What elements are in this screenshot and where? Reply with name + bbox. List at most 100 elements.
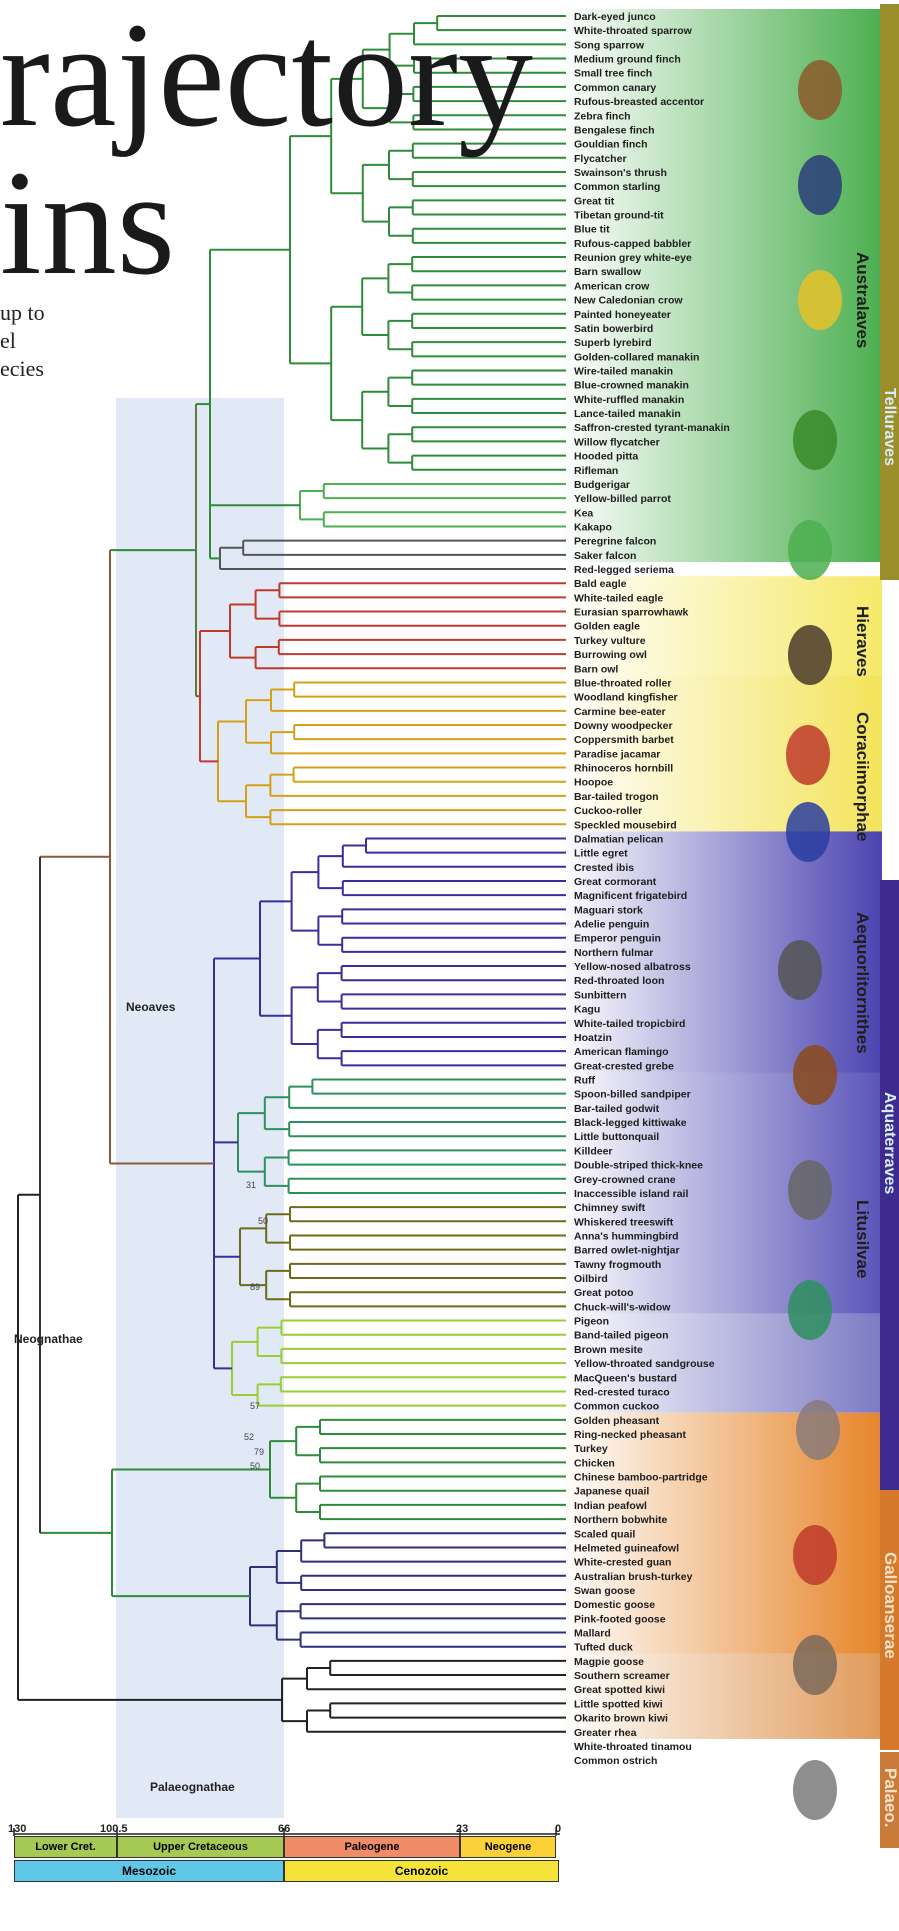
taxon-label: Rhinoceros hornbill (574, 763, 673, 775)
era-cenozoic: Cenozoic (284, 1860, 559, 1882)
taxon-label: Chinese bamboo-partridge (574, 1472, 708, 1484)
intro-text-3: ecies (0, 356, 44, 382)
superclade-label-aquaterraves: Aquaterraves (880, 1092, 898, 1194)
taxon-label: Great spotted kiwi (574, 1684, 665, 1696)
taxon-label: White-crested guan (574, 1557, 671, 1569)
frigatebird-illustration (778, 940, 822, 1000)
taxon-label: Black-legged kittiwake (574, 1117, 687, 1129)
headline-line-2: ins (0, 148, 175, 298)
taxon-label: Red-throated loon (574, 975, 664, 987)
taxon-label: Tawny frogmouth (574, 1259, 661, 1271)
taxon-label: Paradise jacamar (574, 748, 660, 760)
pheasant-illustration (793, 1525, 837, 1585)
taxon-label: White-throated tinamou (574, 1741, 692, 1753)
taxon-label: Northern fulmar (574, 947, 653, 959)
clade-label-palaeo: Palaeo. (880, 1768, 899, 1828)
taxon-label: Mallard (574, 1628, 611, 1640)
bootstrap-value: 89 (250, 1282, 260, 1292)
era-mesozoic: Mesozoic (14, 1860, 284, 1882)
taxon-label: Maguari stork (574, 904, 643, 916)
taxon-label: Peregrine falcon (574, 536, 656, 548)
taxon-label: Turkey (574, 1443, 608, 1455)
intro-text-2: el (0, 328, 16, 354)
taxon-label: Gouldian finch (574, 139, 648, 151)
taxon-label: Domestic goose (574, 1599, 655, 1611)
taxon-label: Brown mesite (574, 1344, 643, 1356)
taxon-label: Satin bowerbird (574, 323, 653, 335)
taxon-label: Crested ibis (574, 862, 634, 874)
oriole-illustration (798, 270, 842, 330)
axis-tick-label: 0 (555, 1823, 561, 1835)
taxon-label: Chuck-will's-widow (574, 1301, 671, 1313)
clade-label-hieraves: Hieraves (852, 606, 872, 677)
taxon-label: New Caledonian crow (574, 295, 683, 307)
taxon-label: Little buttonquail (574, 1131, 659, 1143)
taxon-label: White-ruffled manakin (574, 394, 684, 406)
taxon-label: Common canary (574, 82, 656, 94)
taxon-label: Barn owl (574, 663, 618, 675)
taxon-label: Tibetan ground-tit (574, 210, 664, 222)
taxon-label: Red-legged seriema (574, 564, 674, 576)
taxon-label: Golden eagle (574, 621, 640, 633)
taxon-label: Swan goose (574, 1585, 635, 1597)
taxon-label: Great tit (574, 195, 615, 207)
taxon-label: Scaled quail (574, 1528, 635, 1540)
clade-label-australaves: Australaves (852, 252, 872, 348)
taxon-label: Sunbittern (574, 989, 627, 1001)
taxon-label: Carmine bee-eater (574, 706, 666, 718)
axis-tick-label: 66 (278, 1823, 290, 1835)
taxon-label: Blue-crowned manakin (574, 380, 689, 392)
taxon-label: Great cormorant (574, 876, 657, 888)
taxon-label: White-tailed tropicbird (574, 1018, 685, 1030)
taxon-label: Tufted duck (574, 1642, 633, 1654)
taxon-label: Common cuckoo (574, 1401, 659, 1413)
taxon-label: Common ostrich (574, 1755, 657, 1767)
taxon-label: Helmeted guineafowl (574, 1542, 679, 1554)
hoatzin-illustration (793, 1045, 837, 1105)
taxon-label: Band-tailed pigeon (574, 1330, 669, 1342)
bee-eater-illustration (786, 725, 830, 785)
period-upper-cretaceous: Upper Cretaceous (117, 1836, 284, 1858)
bootstrap-value: 79 (254, 1447, 264, 1457)
taxon-label: Hoatzin (574, 1032, 612, 1044)
node-label-neognathae: Neognathae (14, 1332, 83, 1346)
hummingbird-illustration (788, 1280, 832, 1340)
taxon-label: Inaccessible island rail (574, 1188, 688, 1200)
taxon-label: Woodland kingfisher (574, 692, 678, 704)
bootstrap-value: 50 (250, 1461, 260, 1471)
manakin-illustration (793, 410, 837, 470)
taxon-label: Small tree finch (574, 68, 652, 80)
bootstrap-value: 52 (244, 1432, 254, 1442)
parrot-illustration (788, 520, 832, 580)
taxon-label: Hooded pitta (574, 451, 638, 463)
sparrow-illustration (798, 60, 842, 120)
taxon-label: Magnificent frigatebird (574, 890, 687, 902)
taxon-label: Bengalese finch (574, 124, 655, 136)
taxon-label: Japanese quail (574, 1486, 649, 1498)
axis-tick-label: 100.5 (100, 1823, 128, 1835)
clade-label-galloanserae: Galloanserae (880, 1552, 899, 1659)
cretaceous-shading (116, 398, 284, 1818)
taxon-label: Australian brush-turkey (574, 1571, 693, 1583)
taxon-label: Oilbird (574, 1273, 608, 1285)
eagle-illustration (788, 625, 832, 685)
period-neogene: Neogene (460, 1836, 556, 1858)
taxon-label: Kea (574, 507, 593, 519)
taxon-label: Great-crested grebe (574, 1060, 674, 1072)
taxon-label: Rufous-capped babbler (574, 238, 691, 250)
taxon-label: Saffron-crested tyrant-manakin (574, 422, 730, 434)
taxon-label: Downy woodpecker (574, 720, 673, 732)
swallow-illustration (798, 155, 842, 215)
taxon-label: Pigeon (574, 1316, 609, 1328)
bootstrap-value: 31 (246, 1180, 256, 1190)
taxon-label: Barred owlet-nightjar (574, 1245, 680, 1257)
clade-label-coraciimorphae: Coraciimorphae (852, 712, 872, 841)
axis-tick-label: 130 (8, 1823, 26, 1835)
taxon-label: Emperor penguin (574, 933, 661, 945)
taxon-label: Indian peafowl (574, 1500, 647, 1512)
taxon-label: Golden-collared manakin (574, 351, 699, 363)
taxon-label: Okarito brown kiwi (574, 1713, 668, 1725)
clade-label-aequorlitornithes: Aequorlitornithes (852, 912, 872, 1054)
taxon-label: Bar-tailed trogon (574, 791, 659, 803)
taxon-label: MacQueen's bustard (574, 1372, 677, 1384)
